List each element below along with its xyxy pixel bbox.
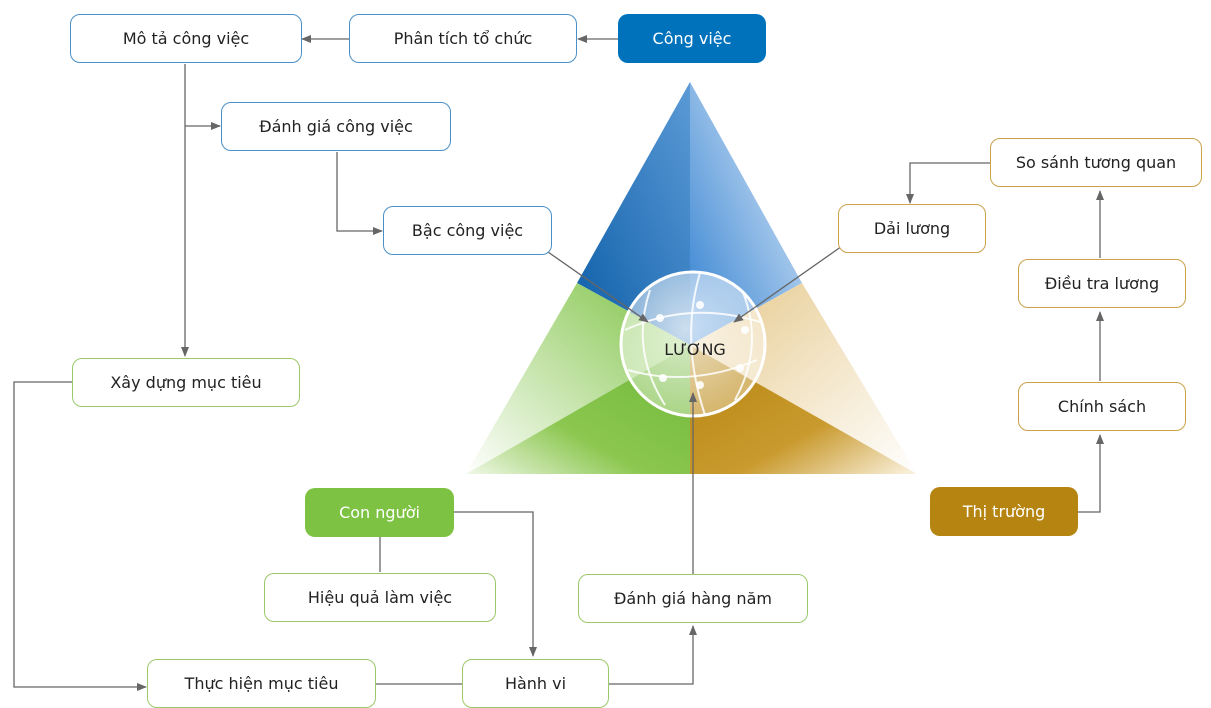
connector-danh-gia-to-bac <box>336 152 383 235</box>
node-chinh-sach: Chính sách <box>1018 382 1186 431</box>
node-dieu-tra-luong: Điều tra lương <box>1018 259 1186 308</box>
connector-hanh-vi-to-danh-gia-hang-nam <box>609 625 697 685</box>
node-danh-gia-hang-nam: Đánh giá hàng năm <box>578 574 808 623</box>
node-cong-viec: Công việc <box>618 14 766 63</box>
node-phan-tich-to-chuc: Phân tích tổ chức <box>349 14 577 63</box>
connector-dai-to-luong <box>733 243 846 323</box>
connector-con-nguoi-to-hanh-vi <box>454 511 537 657</box>
connector-thi-truong-to-chinh-sach <box>1078 434 1104 513</box>
node-danh-gia-cong-viec: Đánh giá công việc <box>221 102 451 151</box>
node-thi-truong: Thị trường <box>930 487 1078 536</box>
node-thuc-hien-muc-tieu: Thực hiện mục tiêu <box>147 659 376 708</box>
connector-so-sanh-to-dai <box>906 162 990 204</box>
node-con-nguoi: Con người <box>305 488 454 537</box>
node-so-sanh-tuong-quan: So sánh tương quan <box>990 138 1202 187</box>
node-dai-luong: Dải lương <box>838 204 986 253</box>
center-label-luong: LƯƠNG <box>664 340 726 359</box>
node-hanh-vi: Hành vi <box>462 659 609 708</box>
connector-bac-to-luong <box>547 251 649 323</box>
node-hieu-qua-lam-viec: Hiệu quả làm việc <box>264 573 496 622</box>
connector-xay-dung-to-thuc-hien <box>13 381 147 691</box>
node-bac-cong-viec: Bậc công việc <box>383 206 552 255</box>
node-mo-ta-cong-viec: Mô tả công việc <box>70 14 302 63</box>
node-xay-dung-muc-tieu: Xây dựng mục tiêu <box>72 358 300 407</box>
